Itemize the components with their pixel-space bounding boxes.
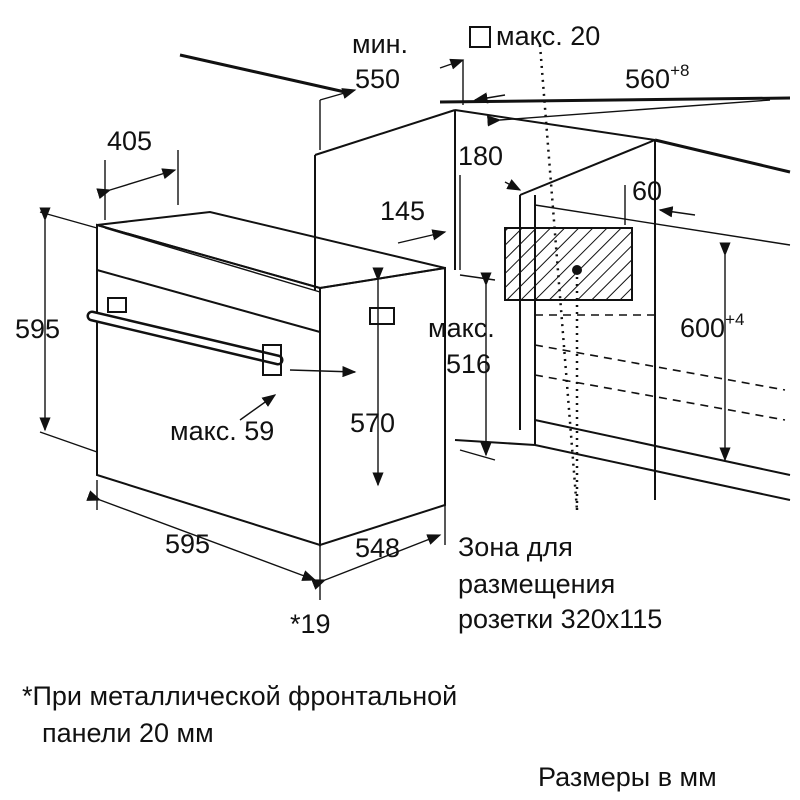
- label-min-depth-550: 550: [355, 64, 400, 94]
- footnote-line2: панели 20 мм: [42, 718, 214, 748]
- label-niche-height-600: 600+4: [680, 310, 744, 343]
- square-icon: [469, 26, 491, 48]
- footnote-line1: *При металлической фронтальной: [22, 681, 457, 711]
- label-depth-405: 405: [107, 126, 152, 156]
- label-max-20: макс. 20: [496, 21, 600, 51]
- label-60: 60: [632, 176, 662, 206]
- socket-zone-line2: размещения: [458, 569, 615, 599]
- label-depth-548: 548: [355, 533, 400, 563]
- label-width-595: 595: [165, 529, 210, 559]
- label-height-595: 595: [15, 314, 60, 344]
- socket-zone-hatched: [504, 227, 633, 301]
- socket-zone-line1: Зона для: [458, 532, 573, 562]
- oven-door-handle: [86, 297, 284, 376]
- label-star-19: *19: [290, 609, 331, 639]
- label-max-59: макс. 59: [170, 416, 274, 446]
- label-180: 180: [458, 141, 503, 171]
- label-max-516-prefix: макс.: [428, 313, 495, 343]
- label-516: 516: [446, 349, 491, 379]
- dimension-lines: [39, 58, 771, 600]
- oven: [96, 210, 446, 547]
- units-note: Размеры в мм: [538, 762, 717, 792]
- countertop: [179, 53, 791, 174]
- label-570: 570: [350, 408, 395, 438]
- label-niche-width-560: 560+8: [625, 61, 689, 94]
- socket-centerline: [538, 44, 579, 511]
- socket-zone-line3: розетки 320x115: [458, 604, 662, 634]
- cabinet-niche: [314, 109, 791, 501]
- label-145: 145: [380, 196, 425, 226]
- label-min: мин.: [352, 29, 408, 59]
